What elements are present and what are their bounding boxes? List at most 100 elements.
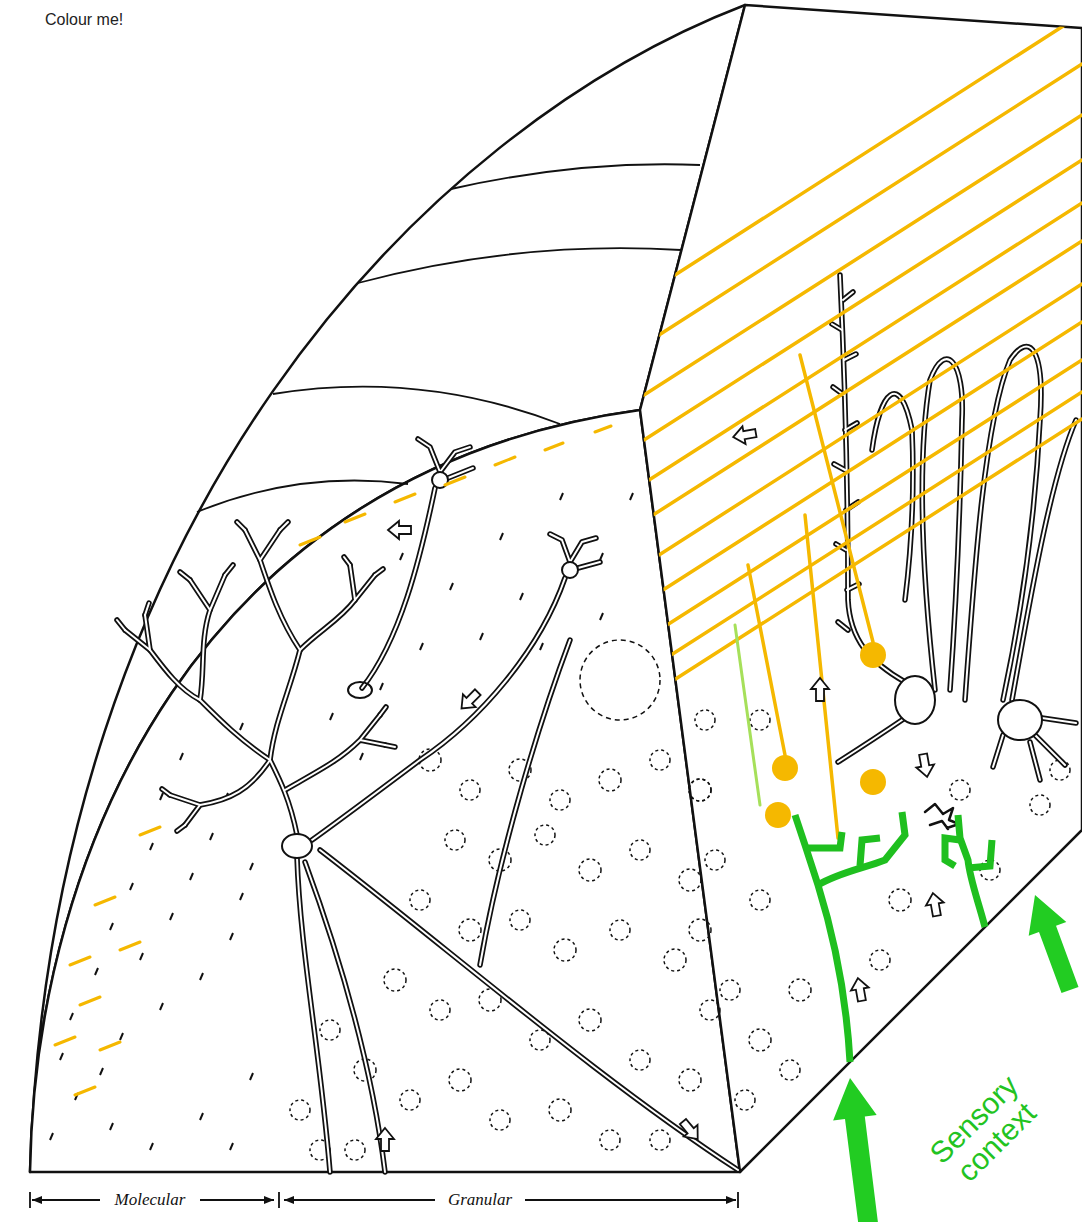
granule-cell-outline xyxy=(695,710,715,730)
granule-cell-outline xyxy=(749,1029,771,1051)
mossy-fibre xyxy=(945,838,960,866)
granule-cell-outline xyxy=(679,869,701,891)
parallel-fibre xyxy=(644,14,1082,680)
flow-arrow xyxy=(376,424,946,1151)
surface-contour xyxy=(273,387,560,424)
granule-cell-outline xyxy=(650,750,670,770)
granule-cell xyxy=(860,642,886,668)
granule-axon xyxy=(748,565,785,755)
input-label: Sensory context xyxy=(910,1055,1061,1206)
granule-cell-outline xyxy=(290,1100,310,1120)
granule-cell-outline xyxy=(410,890,430,910)
granule-cell-outline xyxy=(554,939,576,961)
granule-cell-outline xyxy=(630,1050,650,1070)
mossy-fibre xyxy=(795,812,992,1062)
neuron-outline xyxy=(117,439,738,1172)
neuron-outline xyxy=(998,700,1042,740)
note-text: Colour me! xyxy=(45,10,123,29)
granule-cell-outline xyxy=(1030,795,1050,815)
granule-cell-outline xyxy=(535,825,555,845)
surface-contour xyxy=(197,481,408,513)
granule-cell-outline xyxy=(705,850,725,870)
granule-cell-outline xyxy=(320,1020,340,1040)
granule-cell-outline xyxy=(700,1000,720,1020)
granule-cell-outline xyxy=(510,910,530,930)
flow-arrow xyxy=(732,424,758,446)
parallel-fibre xyxy=(653,241,1082,515)
parallel-fibre xyxy=(649,203,1082,480)
granule-cell-outline xyxy=(689,779,711,801)
granule-axon xyxy=(735,355,873,838)
granule-cell-outline xyxy=(579,1009,601,1031)
granule-cell-outline xyxy=(889,889,911,911)
surface-contour xyxy=(358,248,681,283)
granule-cell xyxy=(860,769,886,795)
mossy-fibre xyxy=(795,815,850,1062)
flow-arrow xyxy=(388,521,411,539)
granule-cell-outline xyxy=(550,790,570,810)
granule-cell-outline xyxy=(750,890,770,910)
surface-contour xyxy=(451,164,700,189)
neuron-outline xyxy=(895,676,935,724)
granule-cell-outline xyxy=(345,1140,365,1160)
granule-cell-outline xyxy=(870,950,890,970)
granule-cell-outline xyxy=(459,919,481,941)
granule-axon xyxy=(735,625,760,805)
granule-cell xyxy=(772,755,798,781)
neuron-outline xyxy=(925,804,959,829)
layer-label: Granular xyxy=(448,1190,512,1210)
granule-cell-outline xyxy=(630,840,650,860)
granule-cell xyxy=(765,802,791,828)
granule-cell-outline xyxy=(720,980,740,1000)
parallel-fibre xyxy=(667,360,1082,625)
granule-cell-outline xyxy=(290,640,1070,1160)
granule-cell-outline xyxy=(600,1130,620,1150)
tissue-block xyxy=(30,5,1082,1172)
granule-cell-outline xyxy=(449,1069,471,1091)
dimension-line xyxy=(200,1199,274,1201)
granule-cell-outline xyxy=(650,1130,670,1150)
parallel-fibre xyxy=(675,14,1082,275)
granule-cell-outline xyxy=(750,710,770,730)
flow-arrow xyxy=(676,1116,705,1145)
granule-cell-outline xyxy=(460,780,480,800)
granule-axon xyxy=(805,515,838,838)
neuron-outline xyxy=(117,439,738,1172)
parallel-fibre xyxy=(674,419,1082,680)
tissue-block xyxy=(30,5,745,1172)
granule-cell-outline xyxy=(430,1000,450,1020)
neuron-outline xyxy=(348,682,372,698)
parallel-fibre xyxy=(659,64,1082,335)
granule-cell-outline xyxy=(579,859,601,881)
granule-cell-outline xyxy=(400,1090,420,1110)
granule-cell-outline xyxy=(950,780,970,800)
layer-label: Molecular xyxy=(115,1190,186,1210)
neuron-outline xyxy=(117,275,1076,1172)
flow-arrow xyxy=(376,1128,394,1151)
granule-axon xyxy=(800,355,873,642)
granule-cell-outline xyxy=(445,830,465,850)
mossy-fibre xyxy=(860,838,880,866)
tissue-block xyxy=(640,5,1082,1172)
granule-cell-outline xyxy=(384,969,406,991)
flow-arrow xyxy=(849,977,871,1003)
mossy-fibre xyxy=(805,832,842,848)
neuron-outline xyxy=(282,834,312,858)
granule-cell xyxy=(765,642,886,828)
parallel-fibre xyxy=(644,115,1082,395)
granule-cell-outline xyxy=(689,779,711,801)
granule-cell-outline xyxy=(789,979,811,1001)
granule-cell-outline xyxy=(580,640,660,720)
granule-cell-outline xyxy=(610,920,630,940)
parallel-fibre-section xyxy=(55,426,611,1095)
input-arrow xyxy=(833,895,1078,1222)
input-arrow xyxy=(1029,895,1079,993)
parallel-fibre xyxy=(663,322,1082,590)
granule-cell-outline xyxy=(679,1069,701,1091)
mossy-fibre xyxy=(968,840,992,868)
flow-arrow xyxy=(811,678,829,701)
granule-cell-outline xyxy=(664,949,686,971)
